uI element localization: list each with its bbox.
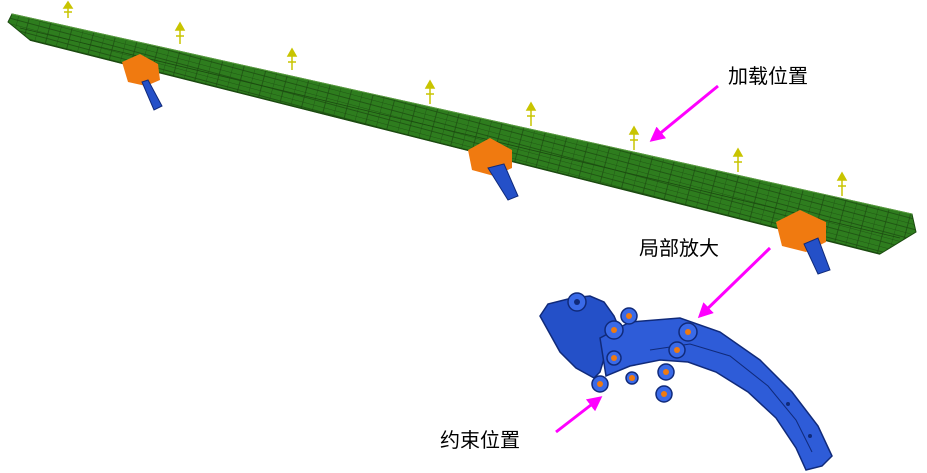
load-arrow-7 bbox=[732, 147, 744, 172]
load-arrow-1 bbox=[62, 0, 74, 18]
constraint-points bbox=[597, 313, 691, 397]
constraint-position-label: 约束位置 bbox=[440, 428, 520, 452]
load-arrow-4 bbox=[424, 79, 436, 104]
pointer-arrows bbox=[555, 84, 772, 434]
load-arrow-6 bbox=[628, 125, 640, 150]
pointer-zoom bbox=[697, 246, 772, 319]
support-1 bbox=[122, 54, 163, 111]
local-zoom-label: 局部放大 bbox=[639, 236, 719, 260]
load-arrow-8 bbox=[836, 171, 848, 196]
support-2 bbox=[468, 138, 519, 201]
support-3 bbox=[776, 210, 831, 275]
load-position-label: 加载位置 bbox=[728, 64, 808, 88]
load-arrow-2 bbox=[174, 21, 186, 44]
load-arrow-5 bbox=[525, 101, 537, 126]
zoomed-bracket bbox=[539, 292, 833, 471]
load-arrow-3 bbox=[286, 47, 298, 70]
pointer-load bbox=[649, 84, 719, 142]
beam-mesh bbox=[7, 13, 917, 255]
load-arrows bbox=[62, 0, 848, 196]
pointer-constraint bbox=[555, 396, 603, 434]
